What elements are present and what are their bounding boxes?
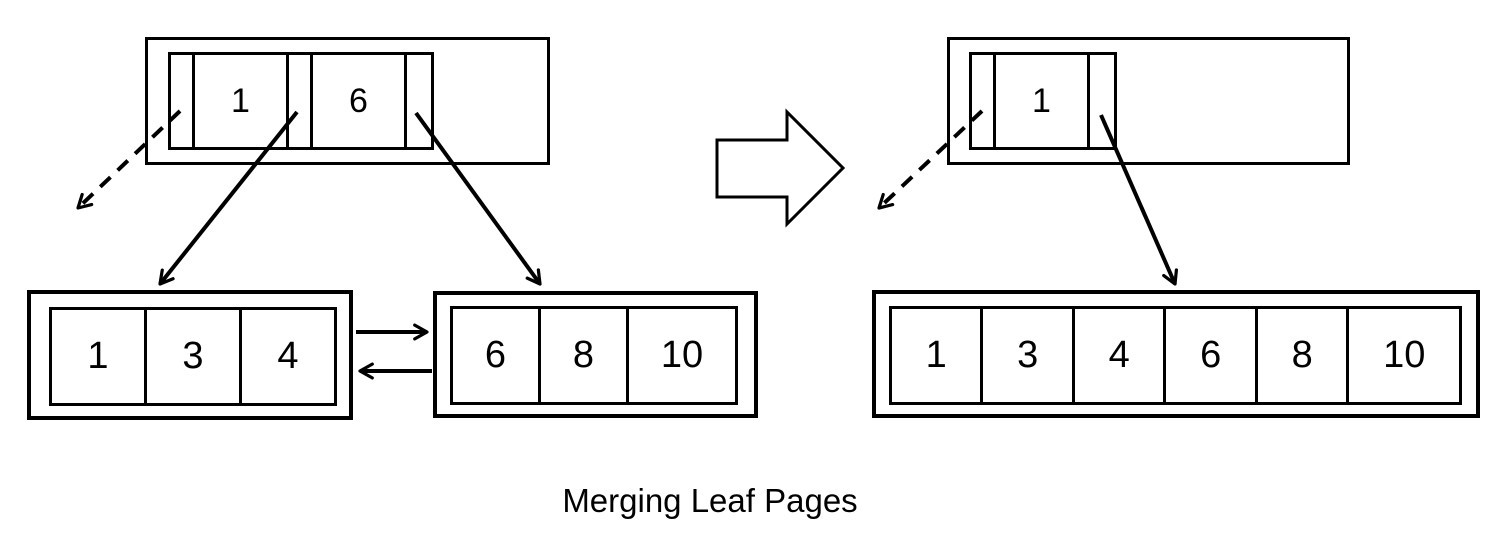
before-leaf-right-row: 6 8 10: [450, 306, 738, 405]
leaf-cell: 1: [892, 309, 984, 402]
before-root-pointer-slot-0: [171, 55, 195, 147]
after-root-key-0: 1: [996, 55, 1090, 147]
after-merged-leaf-row: 1 3 4 6 8 10: [889, 306, 1462, 405]
leaf-cell: 10: [660, 334, 704, 376]
after-root-pointer-slot-0: [972, 55, 996, 147]
before-leaf-left-row: 1 3 4: [49, 307, 337, 406]
after-root-pointer-slot-1: [1090, 55, 1114, 147]
leaf-cell: 6: [453, 309, 541, 402]
leaf-cell: 6: [1166, 309, 1258, 402]
block-arrow-right-icon: [715, 108, 846, 228]
leaf-cell: 10: [1383, 334, 1426, 376]
leaf-cell: 8: [541, 309, 629, 402]
before-root-pointer-slot-1: [289, 55, 313, 147]
leaf-cell: 8: [1258, 309, 1350, 402]
before-root-key-1: 6: [313, 55, 407, 147]
leaf-cell: 4: [1075, 309, 1167, 402]
diagram-caption: Merging Leaf Pages: [562, 482, 858, 519]
leaf-cell: 3: [147, 310, 242, 403]
leaf-cell: 3: [983, 309, 1075, 402]
leaf-cell: 1: [52, 310, 147, 403]
leaf-cell: 4: [277, 335, 299, 377]
before-root-node-row: 1 6: [168, 52, 434, 150]
before-root-key-0: 1: [195, 55, 289, 147]
after-root-node-row: 1: [969, 52, 1117, 150]
before-root-pointer-slot-2: [407, 55, 431, 147]
